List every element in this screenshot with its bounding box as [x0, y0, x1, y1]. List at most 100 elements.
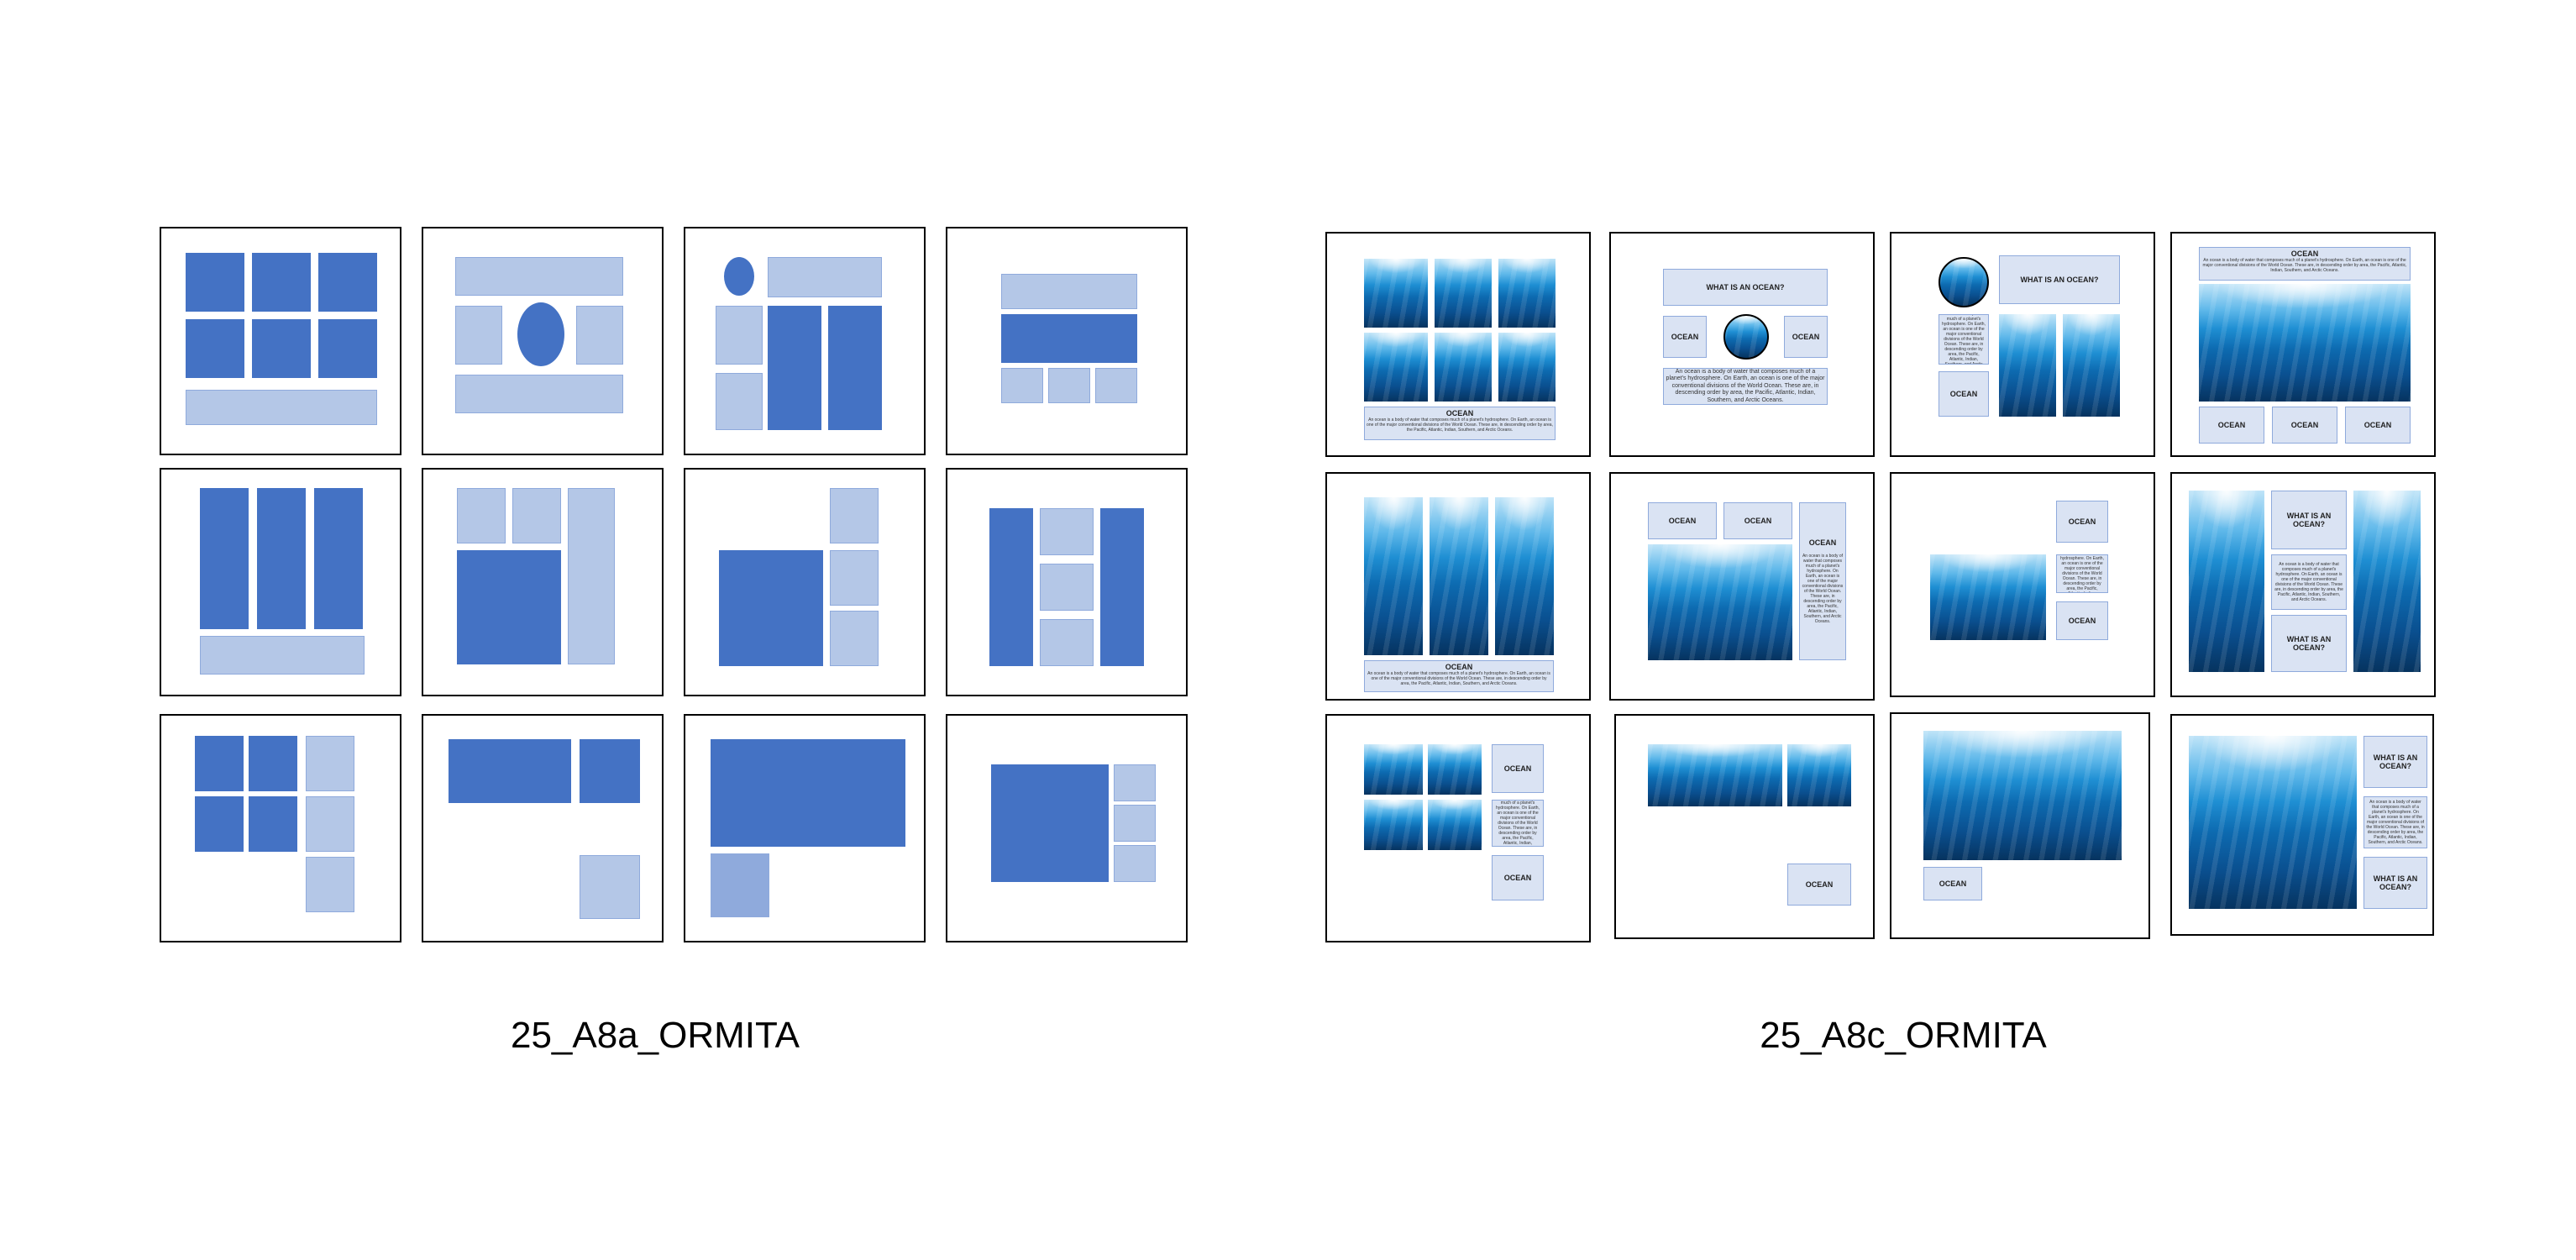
block [989, 508, 1033, 666]
ocean-image [2189, 491, 2264, 672]
block [512, 488, 561, 543]
block [1114, 805, 1156, 842]
ocean-image [1430, 497, 1488, 655]
paragraph-box: An ocean is a body of water that compose… [2364, 796, 2427, 848]
block [457, 488, 506, 543]
mockup-card-c2[interactable]: WHAT IS AN OCEAN? OCEAN OCEAN An ocean i… [1609, 232, 1875, 457]
mockup-card-c10[interactable]: OCEAN [1614, 714, 1875, 939]
mockup-card-c1[interactable]: OCEAN An ocean is a body of water that c… [1325, 232, 1591, 457]
mockup-card-c3[interactable]: WHAT IS AN OCEAN? An ocean is a body of … [1890, 232, 2155, 457]
paragraph-box: An ocean is a body of water that compose… [1939, 314, 1989, 365]
heading-box: WHAT IS AN OCEAN? [2271, 491, 2347, 549]
block [711, 853, 769, 917]
block [716, 373, 763, 430]
block [724, 257, 754, 296]
ocean-image-round [1939, 257, 1989, 307]
block [830, 488, 879, 543]
mockup-card-c4[interactable]: OCEAN An ocean is a body of water that c… [2170, 232, 2436, 457]
ocean-image [1648, 744, 1782, 806]
ocean-image [1364, 333, 1428, 402]
ocean-image [1435, 333, 1492, 402]
block [576, 306, 623, 365]
block [711, 739, 905, 847]
ocean-image [2189, 736, 2357, 909]
layout-card-a10[interactable] [422, 714, 664, 942]
ocean-label-box: OCEAN [1663, 316, 1707, 358]
ocean-label-box: OCEAN [1492, 744, 1544, 793]
layout-card-a6[interactable] [422, 468, 664, 696]
block [1040, 564, 1094, 611]
ocean-label-box: OCEAN [1492, 855, 1544, 900]
mockup-card-c11[interactable]: OCEAN [1890, 712, 2150, 939]
mockup-card-c7[interactable]: OCEAN An ocean is a body of water that c… [1890, 472, 2155, 697]
ocean-label-box: OCEAN [2272, 407, 2337, 444]
paragraph-text: An ocean is a body of water that compose… [1367, 417, 1553, 433]
block [1114, 764, 1156, 801]
layout-card-a11[interactable] [684, 714, 926, 942]
block [252, 253, 311, 312]
block [1001, 368, 1043, 403]
ocean-label-box: OCEAN [1648, 502, 1717, 539]
paragraph-box: An ocean is a body of water that compose… [2271, 554, 2347, 610]
layout-card-a3[interactable] [684, 227, 926, 455]
mockup-card-c8[interactable]: WHAT IS AN OCEAN? An ocean is a body of … [2170, 472, 2436, 697]
block [249, 796, 297, 852]
block [1040, 619, 1094, 666]
block [580, 855, 640, 919]
mockup-card-c6[interactable]: OCEAN OCEAN OCEAN An ocean is a body of … [1609, 472, 1875, 701]
block [252, 319, 311, 378]
layout-card-a2[interactable] [422, 227, 664, 455]
block [195, 736, 244, 791]
block [449, 739, 571, 803]
block [719, 550, 823, 666]
ocean-image-round [1723, 314, 1769, 360]
ocean-image [1364, 259, 1428, 328]
mockup-card-c9[interactable]: OCEAN An ocean is a body of water that c… [1325, 714, 1591, 942]
ocean-image [2199, 284, 2411, 402]
block [1100, 508, 1144, 666]
block [318, 319, 377, 378]
layout-card-a4[interactable] [946, 227, 1188, 455]
mockup-card-c12[interactable]: WHAT IS AN OCEAN? An ocean is a body of … [2170, 714, 2434, 936]
block [306, 736, 354, 791]
block [200, 636, 365, 675]
layout-card-a9[interactable] [160, 714, 401, 942]
ocean-image [1787, 744, 1851, 806]
title-text: OCEAN [1445, 409, 1474, 417]
block [195, 796, 244, 852]
block [457, 550, 561, 664]
paragraph-text: An ocean is a body of water that compose… [2202, 258, 2407, 274]
paragraph-box: An ocean is a body of water that compose… [1663, 368, 1828, 405]
ocean-label-box: OCEAN [1939, 371, 1989, 417]
ocean-label-box: OCEAN [1723, 502, 1792, 539]
ocean-image [1428, 800, 1482, 850]
block [314, 488, 363, 629]
block [716, 306, 763, 365]
paragraph-box: An ocean is a body of water that compose… [1492, 800, 1544, 847]
block [517, 302, 564, 366]
block [1048, 368, 1090, 403]
heading-box: WHAT IS AN OCEAN? [2364, 736, 2427, 788]
layout-card-a8[interactable] [946, 468, 1188, 696]
ocean-image [1428, 744, 1482, 795]
ocean-label-box: OCEAN [1923, 867, 1982, 900]
layout-card-a1[interactable] [160, 227, 401, 455]
ocean-image [1498, 333, 1556, 402]
block [568, 488, 615, 664]
block [306, 857, 354, 912]
block [830, 611, 879, 666]
block [1095, 368, 1137, 403]
block [318, 253, 377, 312]
paragraph-box: An ocean is a body of water that compose… [2056, 554, 2108, 593]
layout-card-a7[interactable] [684, 468, 926, 696]
ocean-label-box: OCEAN [2056, 601, 2108, 640]
block [249, 736, 297, 791]
ocean-image [1930, 554, 2046, 640]
caption-right: 25_A8c_ORMITA [1760, 1015, 2047, 1056]
layout-card-a12[interactable] [946, 714, 1188, 942]
ocean-image [1364, 744, 1423, 795]
mockup-card-c5[interactable]: OCEAN An ocean is a body of water that c… [1325, 472, 1591, 701]
ocean-image [1648, 544, 1792, 660]
block [1040, 508, 1094, 555]
layout-card-a5[interactable] [160, 468, 401, 696]
